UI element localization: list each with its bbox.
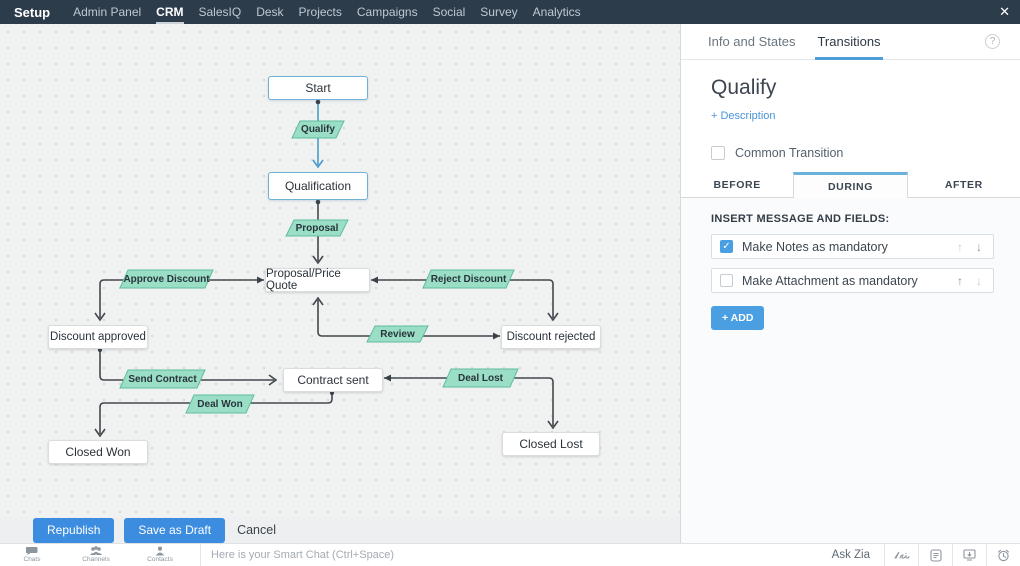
nav-item-analytics[interactable]: Analytics bbox=[533, 0, 581, 24]
add-button[interactable]: + ADD bbox=[711, 306, 764, 330]
contacts-icon bbox=[155, 546, 165, 556]
common-transition-row[interactable]: Common Transition bbox=[711, 146, 1020, 160]
move-down-icon[interactable]: ↓ bbox=[976, 274, 982, 288]
chats-icon bbox=[26, 546, 38, 556]
help-icon[interactable]: ? bbox=[985, 34, 1000, 49]
transition-send-contract[interactable]: Send Contract bbox=[120, 370, 205, 388]
action-band: Republish Save as Draft Cancel bbox=[0, 517, 680, 543]
save-as-draft-button[interactable]: Save as Draft bbox=[124, 518, 225, 543]
smart-chat-input[interactable] bbox=[211, 549, 832, 561]
nav-item-campaigns[interactable]: Campaigns bbox=[357, 0, 418, 24]
transition-review[interactable]: Review bbox=[367, 326, 428, 342]
common-transition-checkbox[interactable] bbox=[711, 146, 725, 160]
state-discount-rejected[interactable]: Discount rejected bbox=[501, 325, 601, 349]
screen-share-icon[interactable] bbox=[953, 549, 986, 561]
nav-item-crm[interactable]: CRM bbox=[156, 0, 183, 24]
phase-tabs: BEFORE DURING AFTER bbox=[681, 172, 1020, 198]
channels-icon bbox=[89, 546, 103, 556]
state-start[interactable]: Start bbox=[268, 76, 368, 100]
cancel-button[interactable]: Cancel bbox=[237, 523, 276, 537]
transition-deal-lost[interactable]: Deal Lost bbox=[443, 369, 518, 387]
state-proposal-price-quote[interactable]: Proposal/Price Quote bbox=[265, 268, 370, 292]
tab-info-and-states[interactable]: Info and States bbox=[708, 24, 795, 59]
state-closed-lost[interactable]: Closed Lost bbox=[502, 432, 600, 456]
contacts-button[interactable]: Contacts bbox=[138, 546, 182, 564]
state-qualification[interactable]: Qualification bbox=[268, 172, 368, 200]
setup-title: Setup bbox=[14, 5, 50, 20]
state-discount-approved[interactable]: Discount approved bbox=[48, 325, 148, 349]
move-down-icon[interactable]: ↓ bbox=[976, 240, 982, 254]
alarm-clock-icon[interactable] bbox=[987, 549, 1020, 562]
zia-icon[interactable] bbox=[885, 550, 918, 561]
during-tab-content: INSERT MESSAGE AND FIELDS: Make Notes as… bbox=[681, 198, 1020, 543]
panel-tabs: Info and States Transitions ? bbox=[681, 24, 1020, 60]
section-heading: INSERT MESSAGE AND FIELDS: bbox=[711, 213, 1020, 225]
nav-item-salesiq[interactable]: SalesIQ bbox=[199, 0, 242, 24]
field-row-attachment[interactable]: Make Attachment as mandatory ↑ ↓ bbox=[711, 268, 994, 293]
common-transition-label: Common Transition bbox=[735, 146, 843, 160]
notes-icon[interactable] bbox=[919, 549, 952, 562]
transition-proposal[interactable]: Proposal bbox=[286, 220, 348, 236]
move-up-icon[interactable]: ↑ bbox=[957, 240, 963, 254]
nav-item-survey[interactable]: Survey bbox=[480, 0, 517, 24]
tab-transitions[interactable]: Transitions bbox=[817, 24, 880, 59]
ask-zia-button[interactable]: Ask Zia bbox=[832, 549, 870, 561]
blueprint-canvas[interactable]: Start Qualification Proposal/Price Quote… bbox=[0, 24, 680, 543]
transition-qualify[interactable]: Qualify bbox=[292, 121, 344, 138]
close-icon[interactable]: ✕ bbox=[999, 0, 1010, 24]
nav-item-social[interactable]: Social bbox=[433, 0, 466, 24]
tab-before[interactable]: BEFORE bbox=[681, 172, 793, 198]
add-description-link[interactable]: + Description bbox=[711, 110, 776, 122]
smart-chat-bar: Chats Channels Contacts Ask Zia bbox=[0, 543, 1020, 566]
republish-button[interactable]: Republish bbox=[33, 518, 114, 543]
tab-during[interactable]: DURING bbox=[793, 172, 907, 198]
contacts-label: Contacts bbox=[147, 557, 173, 564]
transition-summary: Qualify + Description Common Transition bbox=[681, 60, 1020, 172]
nav-item-admin-panel[interactable]: Admin Panel bbox=[73, 0, 141, 24]
channels-label: Channels bbox=[82, 557, 109, 564]
top-nav: Setup Admin Panel CRM SalesIQ Desk Proje… bbox=[0, 0, 1020, 24]
chats-button[interactable]: Chats bbox=[10, 546, 54, 564]
transition-panel: Info and States Transitions ? Qualify + … bbox=[680, 24, 1020, 543]
attachment-checkbox[interactable] bbox=[720, 274, 733, 287]
nav-menu: Admin Panel CRM SalesIQ Desk Projects Ca… bbox=[73, 0, 581, 24]
field-row-notes[interactable]: Make Notes as mandatory ↑ ↓ bbox=[711, 234, 994, 259]
field-label: Make Attachment as mandatory bbox=[742, 274, 918, 288]
divider bbox=[200, 544, 201, 566]
state-closed-won[interactable]: Closed Won bbox=[48, 440, 148, 464]
field-label: Make Notes as mandatory bbox=[742, 240, 888, 254]
transition-deal-won[interactable]: Deal Won bbox=[186, 395, 254, 413]
nav-item-projects[interactable]: Projects bbox=[299, 0, 342, 24]
move-up-icon[interactable]: ↑ bbox=[957, 274, 963, 288]
nav-item-desk[interactable]: Desk bbox=[256, 0, 283, 24]
transition-title: Qualify bbox=[711, 76, 1020, 100]
transition-reject-discount[interactable]: Reject Discount bbox=[423, 270, 514, 288]
notes-checkbox[interactable] bbox=[720, 240, 733, 253]
channels-button[interactable]: Channels bbox=[74, 546, 118, 564]
state-contract-sent[interactable]: Contract sent bbox=[283, 368, 383, 392]
transition-approve-discount[interactable]: Approve Discount bbox=[120, 270, 213, 288]
chats-label: Chats bbox=[24, 557, 41, 564]
tab-after[interactable]: AFTER bbox=[908, 172, 1020, 198]
